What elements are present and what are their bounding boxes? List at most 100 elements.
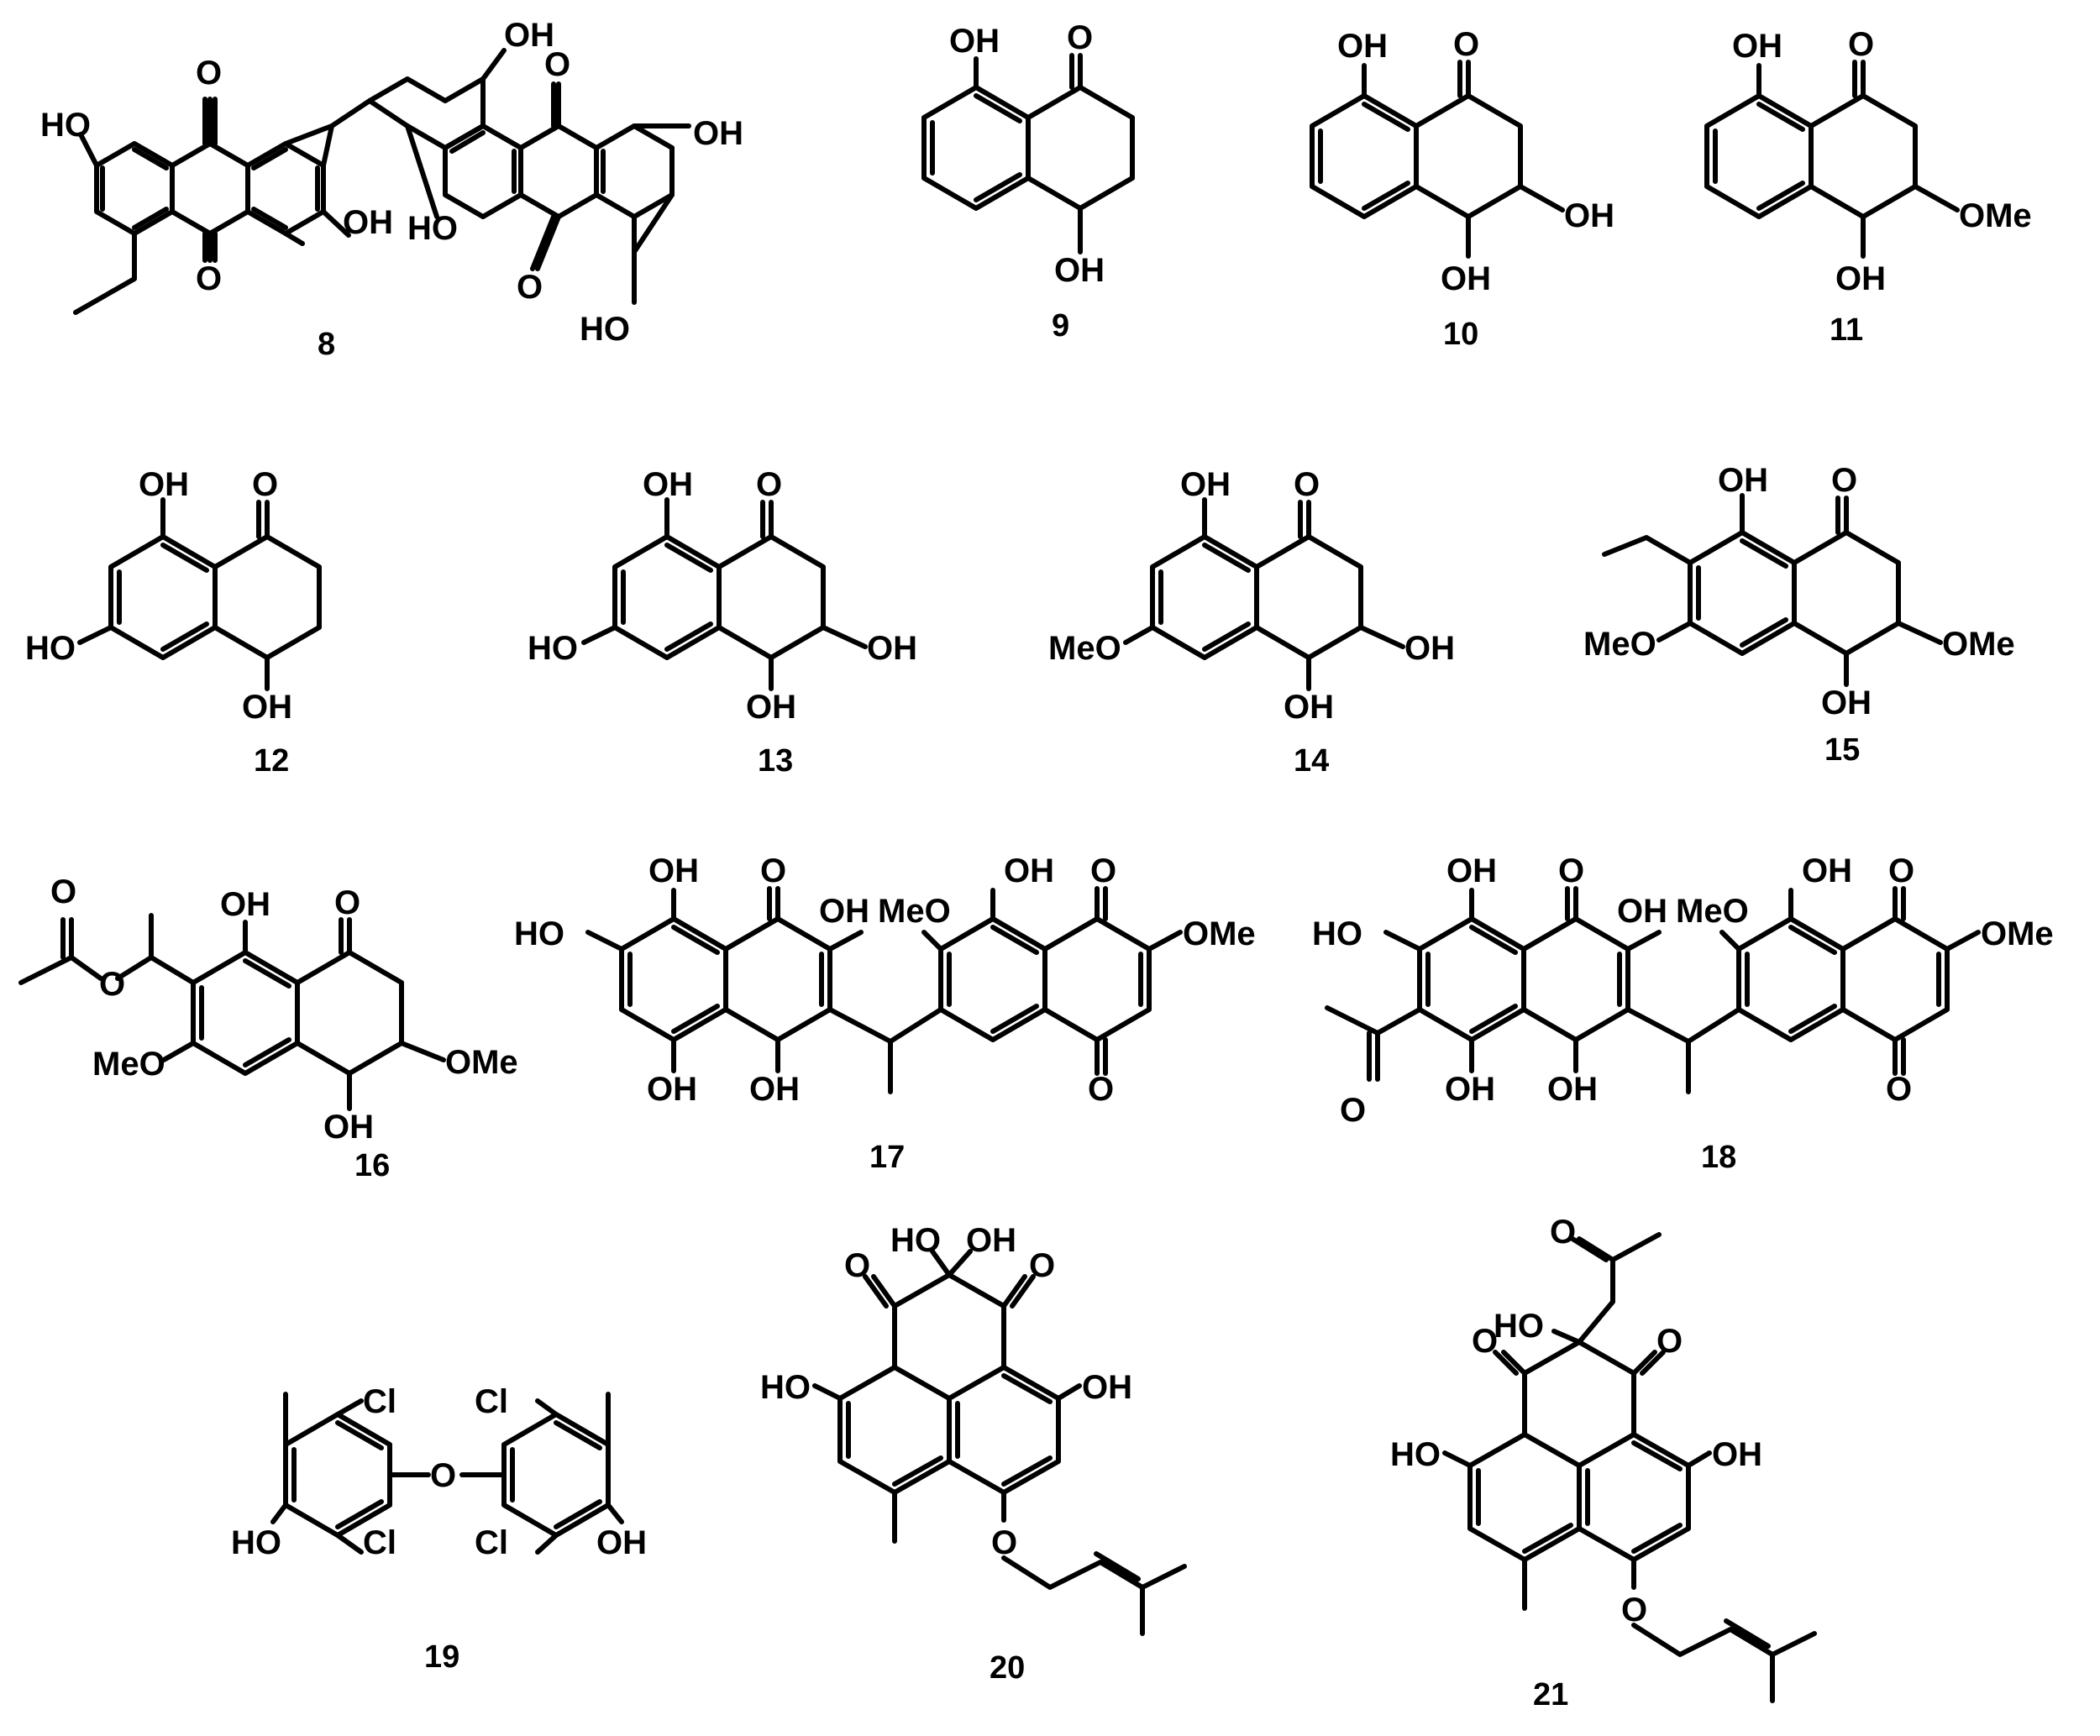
atom-ho: HO (528, 630, 578, 667)
atom-ho: HO (580, 311, 630, 348)
atom-ho: HO (1390, 1436, 1441, 1473)
compound-label-20: 20 (990, 1650, 1025, 1686)
atom-oh: OH (1712, 1436, 1762, 1473)
atom-cl: Cl (475, 1524, 508, 1561)
atom-cl: Cl (363, 1383, 396, 1420)
atom-oh: OH (1445, 1071, 1495, 1108)
atom-ome: OMe (1981, 915, 2054, 952)
compound-9: OH O OH 9 (921, 19, 1135, 344)
atom-oh: OH (1732, 28, 1782, 65)
atom-meo: MeO (92, 1046, 165, 1083)
compound-21: O HO O O HO OH O 21 (1390, 1214, 1817, 1712)
compound-label-15: 15 (1824, 732, 1860, 768)
atom-oh: OH (648, 852, 699, 889)
atom-o: O (196, 55, 222, 92)
atom-o: O (844, 1247, 870, 1284)
atom-o: O (1888, 852, 1914, 889)
atom-o: O (760, 852, 786, 889)
atom-o: O (1067, 19, 1093, 56)
atom-oh: OH (1337, 28, 1388, 65)
atom-oh: OH (1547, 1071, 1598, 1108)
atom-oh: OH (749, 1071, 800, 1108)
atom-oh: OH (1718, 462, 1768, 499)
atom-meo: MeO (1583, 626, 1656, 663)
atom-oh: OH (1284, 689, 1334, 726)
compound-label-8: 8 (318, 327, 335, 362)
compound-16: O O OH O MeO OMe OH 16 (18, 873, 518, 1183)
atom-o: O (544, 46, 570, 83)
atom-oh: OH (1441, 260, 1491, 297)
atom-o: O (1558, 852, 1584, 889)
compound-label-18: 18 (1701, 1140, 1736, 1175)
atom-ho: HO (514, 915, 564, 952)
atom-oh: OH (596, 1524, 647, 1561)
atom-o: O (1831, 462, 1857, 499)
compound-label-17: 17 (869, 1140, 905, 1175)
atom-o: O (430, 1457, 456, 1494)
atom-o: O (99, 966, 125, 1003)
compound-14: OH O MeO OH OH 14 (1048, 466, 1455, 779)
atom-o: O (756, 466, 782, 503)
atom-o: O (1621, 1592, 1647, 1628)
atom-oh: OH (746, 689, 796, 726)
compound-18: OH O OH MeO OH O HO OMe O OH OH O 18 (1312, 852, 2054, 1175)
atom-o: O (1848, 26, 1874, 63)
compound-label-11: 11 (1830, 312, 1863, 348)
atom-oh: OH (1404, 630, 1455, 667)
atom-oh: OH (693, 115, 743, 152)
atom-ho: HO (25, 630, 76, 667)
atom-o: O (517, 269, 543, 306)
atom-oh: OH (1082, 1369, 1132, 1406)
atom-oh: OH (343, 204, 393, 241)
atom-oh: OH (647, 1071, 697, 1108)
compound-label-14: 14 (1294, 743, 1329, 779)
atom-ome: OMe (1183, 915, 1256, 952)
atom-ome: OMe (1942, 626, 2015, 663)
atom-o: O (1029, 1247, 1055, 1284)
compound-17: OH O OH MeO OH O HO OMe OH OH O 17 (514, 852, 1256, 1175)
atom-ome: OMe (1959, 197, 2032, 234)
compound-13: OH O HO OH OH 13 (528, 466, 917, 779)
atom-oh: OH (220, 886, 270, 923)
atom-oh: OH (1180, 466, 1231, 503)
atom-ho: HO (1312, 915, 1362, 952)
atom-oh: OH (1054, 252, 1105, 289)
compound-label-10: 10 (1443, 317, 1478, 352)
compound-19: Cl Cl O HO Cl Cl OH 19 (231, 1383, 647, 1675)
atom-o: O (1656, 1323, 1683, 1360)
atom-o: O (196, 260, 222, 297)
atom-oh: OH (1835, 260, 1886, 297)
atom-o: O (1472, 1323, 1498, 1360)
compound-8: HO O O OH OH HO O O OH HO 8 (40, 17, 743, 362)
atom-o: O (1088, 1071, 1114, 1108)
atom-oh: OH (1446, 852, 1497, 889)
atom-oh: OH (242, 689, 292, 726)
atom-ho: HO (407, 210, 458, 247)
atom-oh: OH (1802, 852, 1852, 889)
atom-cl: Cl (475, 1383, 508, 1420)
atom-o: O (1294, 466, 1320, 503)
atom-o: O (1340, 1092, 1366, 1129)
atom-o: O (1886, 1071, 1912, 1108)
compound-label-13: 13 (758, 743, 793, 779)
atom-meo: MeO (1676, 893, 1749, 930)
atom-oh: OH (819, 893, 869, 930)
atom-o: O (1453, 26, 1479, 63)
atom-o: O (252, 466, 278, 503)
atom-o: O (334, 884, 360, 921)
atom-o: O (50, 873, 76, 910)
atom-ho: HO (40, 107, 91, 144)
compound-10: OH O OH OH 10 (1310, 26, 1614, 352)
compound-label-19: 19 (424, 1639, 459, 1675)
compound-label-21: 21 (1533, 1677, 1568, 1712)
atom-oh: OH (966, 1222, 1016, 1259)
atom-oh: OH (1821, 684, 1872, 721)
compound-label-12: 12 (254, 743, 289, 779)
atom-ho: HO (890, 1222, 941, 1259)
compound-20: HO OH O O HO OH O 20 (760, 1222, 1187, 1686)
atom-meo: MeO (878, 893, 951, 930)
atom-oh: OH (139, 466, 189, 503)
atom-ome: OMe (445, 1044, 518, 1081)
